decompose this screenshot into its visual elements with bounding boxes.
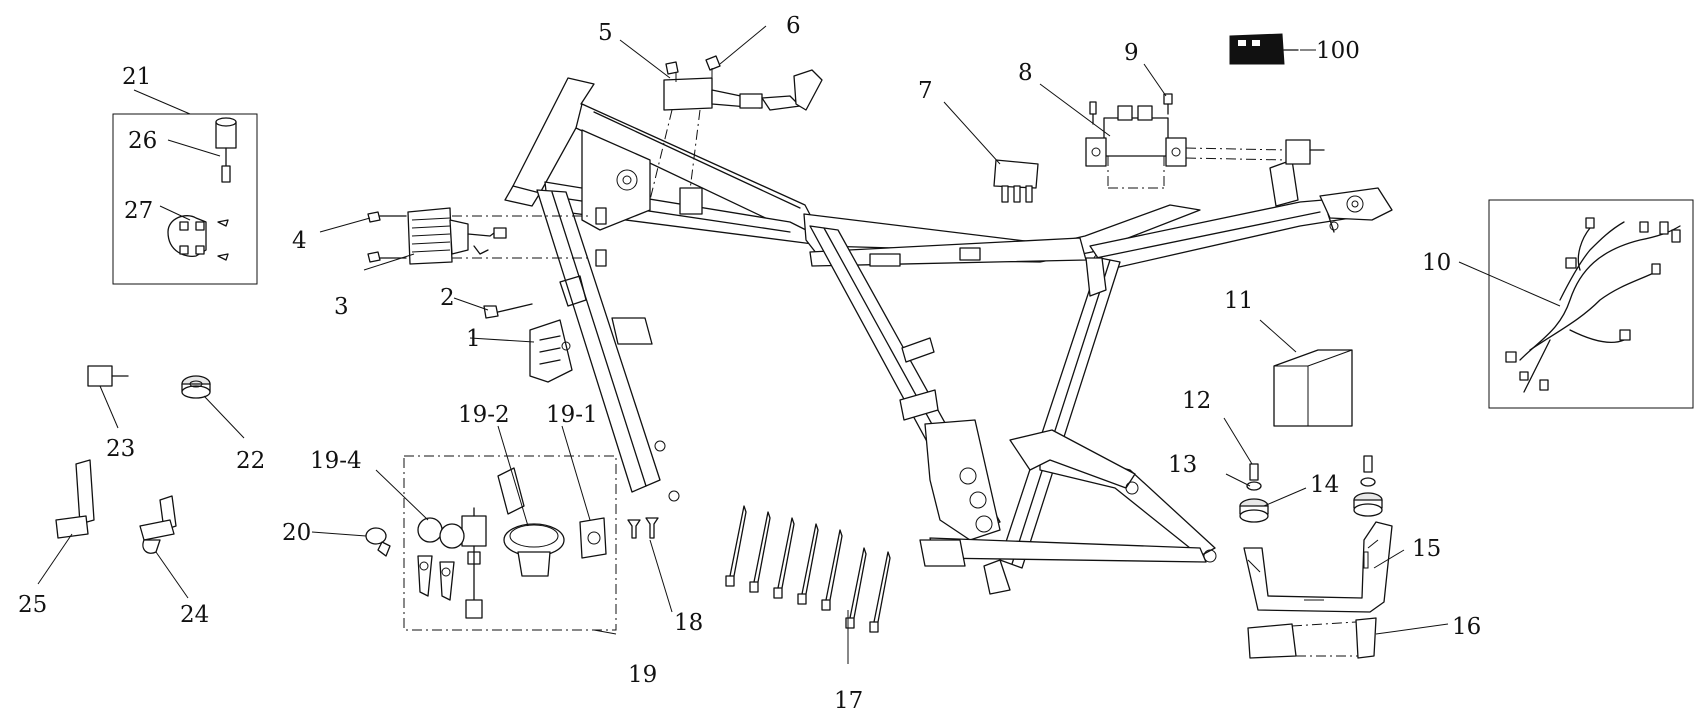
battery-11 <box>1273 349 1353 427</box>
callout-10: 10 <box>1422 250 1451 276</box>
callout-26: 26 <box>128 128 157 154</box>
callout-24: 24 <box>180 602 209 628</box>
cable-ties-17 <box>725 505 891 633</box>
callout-21: 21 <box>122 64 151 90</box>
callout-19-1: 19-1 <box>546 402 598 428</box>
relay-7 <box>993 159 1039 203</box>
callout-18: 18 <box>674 610 703 636</box>
regulator-rectifier <box>367 207 607 267</box>
leader-lines <box>37 25 1561 664</box>
small-parts-left <box>55 365 211 554</box>
callout-16: 16 <box>1452 614 1481 640</box>
callout-25: 25 <box>18 592 47 618</box>
callout-6: 6 <box>786 13 801 39</box>
battery-mount-parts <box>1239 455 1383 523</box>
ignition-set-19 <box>403 455 617 631</box>
callout-23: 23 <box>106 436 135 462</box>
callout-22: 22 <box>236 448 265 474</box>
callout-19-4: 19-4 <box>310 448 362 474</box>
callout-8: 8 <box>1018 60 1033 86</box>
callout-27: 27 <box>124 198 153 224</box>
callout-3: 3 <box>334 294 349 320</box>
strap-16 <box>1247 617 1377 659</box>
part-20 <box>365 527 391 557</box>
callout-2: 2 <box>440 285 455 311</box>
callout-9: 9 <box>1124 40 1139 66</box>
callout-20: 20 <box>282 520 311 546</box>
callout-14: 14 <box>1310 472 1339 498</box>
callout-11: 11 <box>1224 288 1253 314</box>
callout-12: 12 <box>1182 388 1211 414</box>
screws-18 <box>627 517 659 539</box>
frame <box>504 77 1393 595</box>
callout-7: 7 <box>918 78 933 104</box>
bracket-1-2 <box>483 275 587 383</box>
starter-relay-8 <box>1085 93 1325 189</box>
callout-19-2: 19-2 <box>458 402 510 428</box>
flasher-100 <box>1229 33 1299 65</box>
wiring-harness-10 <box>1488 199 1694 409</box>
callout-5: 5 <box>598 20 613 46</box>
callout-labels: 1 2 3 4 5 6 7 8 9 10 11 12 13 14 15 16 1… <box>18 13 1481 714</box>
callout-1: 1 <box>466 326 481 352</box>
callout-4: 4 <box>292 228 307 254</box>
part-21-box <box>112 113 258 285</box>
callout-100: 100 <box>1316 38 1360 64</box>
battery-tray-15 <box>1243 521 1393 613</box>
ignition-coil <box>649 55 823 215</box>
callout-19: 19 <box>628 662 657 688</box>
callout-15: 15 <box>1412 536 1441 562</box>
callout-17: 17 <box>834 688 863 714</box>
callout-13: 13 <box>1168 452 1197 478</box>
